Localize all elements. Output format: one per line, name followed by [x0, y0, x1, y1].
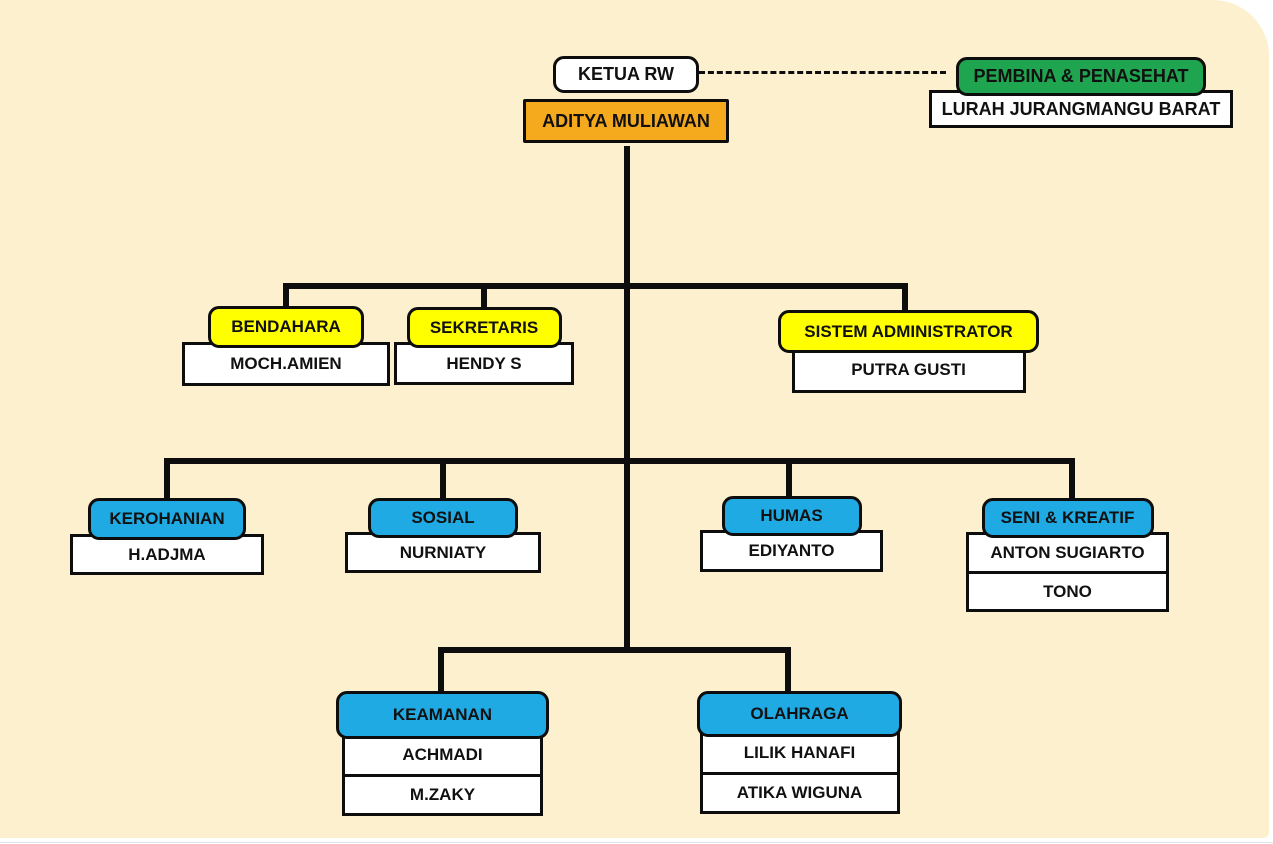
role-label: KEROHANIAN: [109, 509, 225, 528]
name-box-aditya-muliawan: ADITYA MULIAWAN: [523, 99, 729, 143]
connector-level3-bar: [164, 458, 1075, 464]
connector-stub-sekretaris: [481, 283, 487, 311]
org-node-olahraga: OLAHRAGA LILIK HANAFI ATIKA WIGUNA: [697, 691, 902, 814]
role-label: SEKRETARIS: [429, 317, 539, 337]
org-node-keamanan: KEAMANAN ACHMADI M.ZAKY: [336, 691, 549, 816]
bottom-divider: [0, 842, 1273, 843]
name-label: ADITYA MULIAWAN: [542, 110, 710, 131]
name-label: ANTON SUGIARTO: [990, 543, 1145, 562]
role-box-sosial: SOSIAL: [368, 498, 518, 538]
name-label: LILIK HANAFI: [743, 743, 856, 762]
role-box-ketua-rw: KETUA RW: [553, 56, 699, 93]
role-box-keamanan: KEAMANAN: [336, 691, 549, 739]
name-label: ATIKA WIGUNA: [736, 783, 863, 802]
role-label: BENDAHARA: [231, 317, 341, 336]
role-label: SOSIAL: [411, 508, 475, 527]
connector-dashed-ketua-pembina: [699, 71, 946, 74]
role-label: KETUA RW: [578, 64, 674, 84]
org-node-sistem-administrator: SISTEM ADMINISTRATOR PUTRA GUSTI: [778, 310, 1039, 393]
connector-stub-bendahara: [283, 283, 289, 310]
org-node-sekretaris: SEKRETARIS HENDY S: [394, 307, 574, 385]
name-box-atika-wiguna: ATIKA WIGUNA: [699, 772, 900, 814]
role-box-pembina-penasehat: PEMBINA & PENASEHAT: [956, 57, 1206, 96]
name-box-anton-sugiarto: ANTON SUGIARTO: [966, 532, 1169, 574]
name-box-hendy-s: HENDY S: [394, 342, 574, 385]
connector-level4-bar: [438, 647, 791, 653]
org-node-humas: HUMAS EDIYANTO: [700, 496, 883, 572]
role-box-seni-kreatif: SENI & KREATIF: [981, 498, 1154, 538]
name-label: M.ZAKY: [409, 785, 476, 804]
role-box-sistem-administrator: SISTEM ADMINISTRATOR: [778, 310, 1039, 353]
connector-stub-kerohanian: [164, 458, 170, 502]
role-label: SISTEM ADMINISTRATOR: [804, 321, 1013, 341]
name-box-ediyanto: EDIYANTO: [700, 530, 883, 572]
role-label: HUMAS: [760, 506, 823, 525]
name-label: HENDY S: [446, 353, 522, 373]
name-box-moch-amien: MOCH.AMIEN: [182, 342, 390, 386]
connector-stub-sistem-administrator: [902, 283, 908, 314]
role-box-olahraga: OLAHRAGA: [697, 691, 902, 737]
connector-level2-bar: [283, 283, 908, 289]
name-box-tono: TONO: [966, 571, 1169, 612]
name-box-nurniaty: NURNIATY: [345, 532, 541, 573]
connector-stub-olahraga: [785, 647, 791, 695]
name-box-m-zaky: M.ZAKY: [342, 774, 543, 816]
connector-stub-sosial: [440, 458, 446, 502]
connector-trunk: [624, 146, 630, 653]
org-node-pembina-penasehat: PEMBINA & PENASEHAT LURAH JURANGMANGU BA…: [929, 57, 1233, 128]
name-label: EDIYANTO: [748, 541, 835, 560]
name-label: LURAH JURANGMANGU BARAT: [941, 98, 1221, 119]
name-box-h-adjma: H.ADJMA: [70, 534, 264, 575]
role-label: SENI & KREATIF: [1000, 508, 1135, 527]
org-node-ketua-rw: KETUA RW ADITYA MULIAWAN: [523, 56, 729, 143]
connector-stub-humas: [786, 458, 792, 500]
role-label: PEMBINA & PENASEHAT: [973, 66, 1189, 86]
name-box-achmadi: ACHMADI: [342, 733, 543, 777]
name-label: ACHMADI: [402, 745, 483, 764]
name-label: TONO: [1043, 581, 1092, 601]
role-label: OLAHRAGA: [750, 704, 849, 723]
role-box-bendahara: BENDAHARA: [208, 306, 364, 348]
org-node-kerohanian: KEROHANIAN H.ADJMA: [70, 498, 264, 575]
connector-stub-keamanan: [438, 647, 444, 695]
name-label: NURNIATY: [399, 542, 487, 562]
org-node-bendahara: BENDAHARA MOCH.AMIEN: [182, 306, 390, 386]
name-label: PUTRA GUSTI: [851, 360, 966, 379]
role-box-kerohanian: KEROHANIAN: [88, 498, 246, 540]
name-box-lurah: LURAH JURANGMANGU BARAT: [929, 90, 1233, 128]
name-box-putra-gusti: PUTRA GUSTI: [791, 347, 1026, 393]
name-box-lilik-hanafi: LILIK HANAFI: [699, 731, 900, 775]
role-box-humas: HUMAS: [721, 496, 862, 536]
role-label: KEAMANAN: [392, 705, 493, 724]
org-node-seni-kreatif: SENI & KREATIF ANTON SUGIARTO TONO: [966, 498, 1169, 612]
connector-stub-seni-kreatif: [1069, 458, 1075, 502]
name-label: H.ADJMA: [128, 544, 206, 564]
name-label: MOCH.AMIEN: [230, 354, 342, 373]
role-box-sekretaris: SEKRETARIS: [406, 307, 562, 348]
org-node-sosial: SOSIAL NURNIATY: [345, 498, 541, 573]
